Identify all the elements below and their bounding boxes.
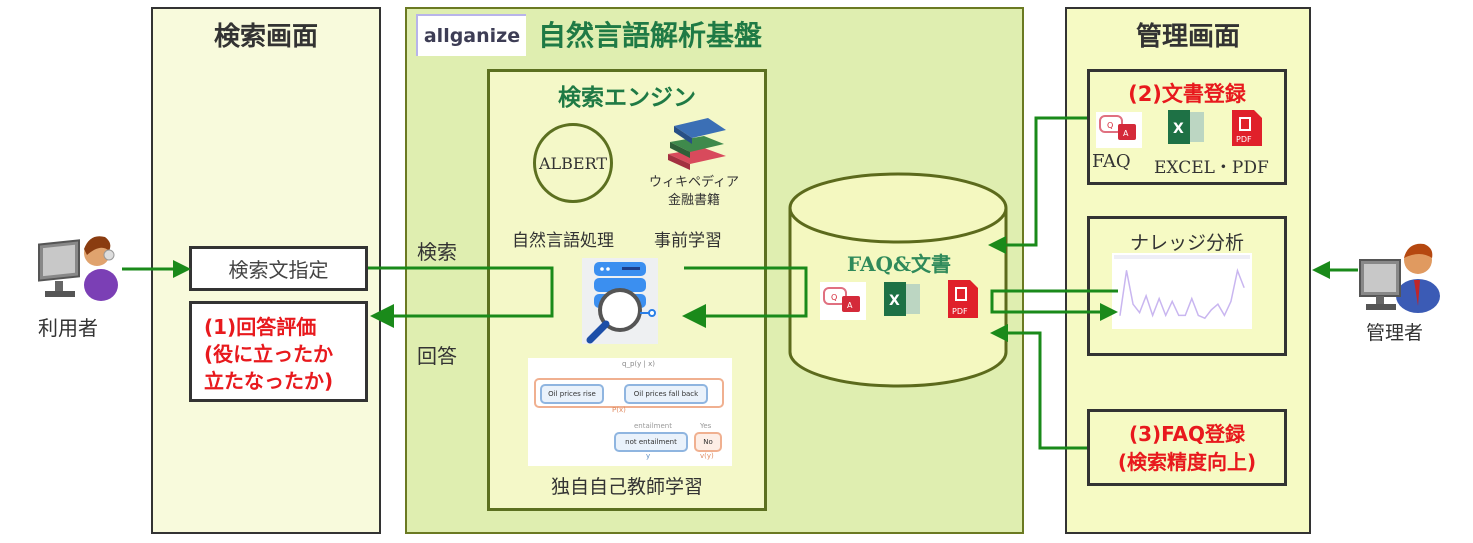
nlp-platform-title: 自然言語解析基盤 — [538, 19, 763, 52]
chart-header-bar — [1114, 255, 1250, 259]
nli-entailment-label: entailment — [634, 422, 672, 430]
nli-formula-mid: P(x) — [612, 406, 626, 414]
chart-series-line — [1119, 267, 1245, 320]
nli-prediction: not entailment — [614, 432, 688, 452]
nli-no-label: No — [694, 432, 722, 452]
nli-formula-vy: v(y) — [700, 452, 714, 460]
admin-label: 管理者 — [1366, 322, 1424, 344]
document-register-title: (2)文書登録 — [1128, 82, 1246, 106]
chart-point-19 — [1243, 286, 1245, 288]
user-label: 利用者 — [38, 316, 98, 340]
chart-point-12 — [1197, 314, 1199, 316]
faq-caption: FAQ — [1092, 151, 1131, 172]
knowledge-chart — [1112, 253, 1252, 329]
books-caption-wikipedia: ウィキペディア — [648, 175, 740, 190]
chart-point-7 — [1165, 314, 1167, 316]
svg-text:A: A — [847, 301, 853, 310]
chart-point-17 — [1230, 300, 1232, 302]
excel-pdf-caption: EXCEL・PDF — [1154, 158, 1269, 178]
chart-point-16 — [1223, 314, 1226, 316]
document-register-box[interactable] — [1087, 69, 1287, 185]
faq-register-text: (3)FAQ登録 (検索精度向上) — [1087, 420, 1287, 476]
chart-point-10 — [1184, 314, 1186, 316]
chart-point-0 — [1119, 314, 1121, 316]
self-training-figure: q_p(y | x) Oil prices rise Oil prices fa… — [528, 358, 732, 466]
books-caption: ウィキペディア 金融書籍 — [644, 174, 744, 210]
self-training-caption: 独自自己教師学習 — [550, 476, 703, 498]
chart-point-3 — [1138, 312, 1141, 314]
nli-input-group — [534, 378, 724, 408]
chart-point-5 — [1152, 314, 1154, 316]
albert-circle: ALBERT — [533, 123, 613, 203]
db-pdf-icon: PDF — [946, 278, 980, 320]
pdf-icon: PDF — [1230, 108, 1264, 148]
answer-evaluation-box[interactable]: (1)回答評価 (役に立ったか 立たなったか) — [189, 301, 368, 402]
nli-yes-label: Yes — [700, 422, 712, 430]
svg-text:Q: Q — [831, 293, 837, 302]
nli-formula-y: y — [646, 452, 651, 460]
chart-point-6 — [1158, 298, 1160, 300]
admin-icon — [1358, 236, 1442, 316]
nli-premise: Oil prices rise — [540, 384, 604, 404]
search-flow-label: 検索 — [417, 240, 457, 264]
excel-icon: X — [1166, 108, 1206, 146]
pretraining-caption: 事前学習 — [654, 231, 722, 251]
faq-register-box[interactable] — [1087, 409, 1287, 486]
search-screen-title: 検索画面 — [213, 22, 318, 52]
allganize-logo: allganize — [416, 14, 526, 56]
chart-point-9 — [1178, 314, 1180, 316]
nli-hypothesis: Oil prices fall back — [624, 384, 708, 404]
search-engine-title: 検索エンジン — [558, 85, 696, 111]
books-icon — [664, 114, 730, 172]
user-icon — [35, 225, 120, 305]
database-label: FAQ&文書 — [846, 252, 952, 276]
chart-point-4 — [1145, 295, 1147, 297]
evaluation-line-2: (役に立ったか — [204, 342, 334, 366]
books-caption-finance: 金融書籍 — [667, 193, 720, 208]
admin-screen-title: 管理画面 — [1135, 22, 1240, 52]
evaluation-line-3: 立たなったか) — [204, 369, 334, 393]
faq-register-line-2: (検索精度向上) — [1117, 450, 1257, 474]
chart-point-18 — [1236, 270, 1239, 272]
chart-point-2 — [1132, 303, 1134, 305]
svg-text:X: X — [889, 293, 900, 309]
knowledge-analysis-title: ナレッジ分析 — [1129, 232, 1244, 254]
svg-text:X: X — [1173, 121, 1184, 137]
evaluation-line-1: (1)回答評価 — [204, 315, 317, 339]
knowledge-chart-svg — [1114, 255, 1250, 320]
svg-text:Q: Q — [1107, 121, 1113, 130]
svg-text:A: A — [1123, 129, 1129, 138]
chart-point-8 — [1171, 300, 1173, 302]
svg-text:PDF: PDF — [1236, 135, 1252, 144]
chart-point-15 — [1217, 303, 1219, 305]
albert-caption: 自然言語処理 — [512, 231, 614, 251]
knowledge-analysis-box[interactable] — [1087, 216, 1287, 356]
nli-formula-top: q_p(y | x) — [622, 360, 655, 368]
query-input-box[interactable]: 検索文指定 — [189, 246, 368, 291]
chart-point-11 — [1191, 298, 1193, 300]
svg-text:PDF: PDF — [952, 307, 968, 316]
chart-point-13 — [1204, 317, 1206, 319]
chart-point-14 — [1210, 309, 1212, 311]
chart-point-1 — [1125, 270, 1128, 272]
faq-register-line-1: (3)FAQ登録 — [1128, 422, 1246, 446]
answer-flow-label: 回答 — [417, 344, 457, 368]
db-excel-icon: X — [882, 280, 922, 318]
search-server-icon — [582, 258, 658, 344]
